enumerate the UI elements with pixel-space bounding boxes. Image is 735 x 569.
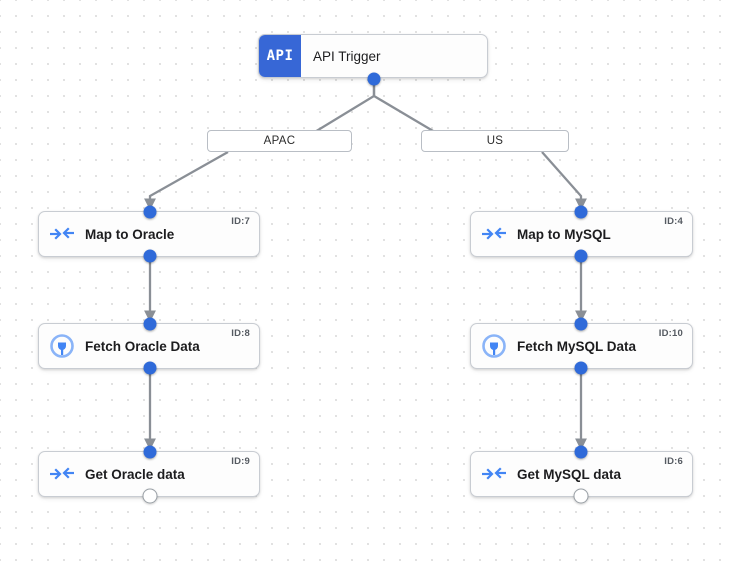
node-map-to-mysql[interactable]: Map to MySQL ID:4 bbox=[470, 211, 693, 257]
plug-connector-icon bbox=[39, 324, 85, 368]
map-arrows-icon bbox=[471, 452, 517, 496]
node-get-mysql-data-title: Get MySQL data bbox=[517, 466, 622, 482]
node-get-oracle-data[interactable]: Get Oracle data ID:9 bbox=[38, 451, 260, 497]
edge-label-us[interactable]: US bbox=[421, 130, 569, 152]
node-api-trigger-title: API Trigger bbox=[313, 48, 381, 64]
api-badge-icon: API bbox=[259, 35, 301, 77]
edge-apac-to-map-to-oracle bbox=[144, 150, 229, 211]
handle-map-to-oracle-input[interactable] bbox=[143, 205, 157, 219]
node-get-oracle-data-title: Get Oracle data bbox=[85, 466, 185, 482]
handle-get-oracle-data-input[interactable] bbox=[143, 445, 157, 459]
map-arrows-icon bbox=[39, 452, 85, 496]
handle-fetch-oracle-data-input[interactable] bbox=[143, 317, 157, 331]
node-fetch-mysql-data-id: ID:10 bbox=[658, 328, 683, 339]
edge-label-us-text: US bbox=[486, 135, 504, 147]
node-map-to-mysql-title: Map to MySQL bbox=[517, 226, 611, 242]
handle-get-oracle-data-output[interactable] bbox=[142, 488, 158, 504]
map-arrows-icon bbox=[39, 212, 85, 256]
edge-label-apac-text: APAC bbox=[263, 135, 296, 147]
node-map-to-mysql-id: ID:4 bbox=[664, 216, 683, 227]
node-get-mysql-data-id: ID:6 bbox=[664, 456, 683, 467]
node-fetch-oracle-data-title: Fetch Oracle Data bbox=[85, 338, 200, 354]
handle-map-to-mysql-input[interactable] bbox=[574, 205, 588, 219]
handle-get-mysql-data-input[interactable] bbox=[574, 445, 588, 459]
handle-map-to-mysql-output[interactable] bbox=[574, 249, 588, 263]
node-fetch-mysql-data[interactable]: Fetch MySQL Data ID:10 bbox=[470, 323, 693, 369]
map-arrows-icon bbox=[471, 212, 517, 256]
handle-get-mysql-data-output[interactable] bbox=[573, 488, 589, 504]
node-fetch-oracle-data-id: ID:8 bbox=[231, 328, 250, 339]
node-get-oracle-data-id: ID:9 bbox=[231, 456, 250, 467]
handle-fetch-mysql-data-output[interactable] bbox=[574, 361, 588, 375]
handle-fetch-oracle-data-output[interactable] bbox=[143, 361, 157, 375]
node-fetch-mysql-data-title: Fetch MySQL Data bbox=[517, 338, 637, 354]
edge-us-to-map-to-mysql bbox=[541, 151, 587, 211]
edge-label-apac[interactable]: APAC bbox=[207, 130, 352, 152]
handle-fetch-mysql-data-input[interactable] bbox=[574, 317, 588, 331]
node-api-trigger[interactable]: API API Trigger bbox=[258, 34, 488, 78]
node-map-to-oracle-id: ID:7 bbox=[231, 216, 250, 227]
node-map-to-oracle-title: Map to Oracle bbox=[85, 226, 175, 242]
handle-api-trigger-output[interactable] bbox=[367, 72, 381, 86]
handle-map-to-oracle-output[interactable] bbox=[143, 249, 157, 263]
api-badge-text: API bbox=[266, 48, 294, 64]
plug-connector-icon bbox=[471, 324, 517, 368]
